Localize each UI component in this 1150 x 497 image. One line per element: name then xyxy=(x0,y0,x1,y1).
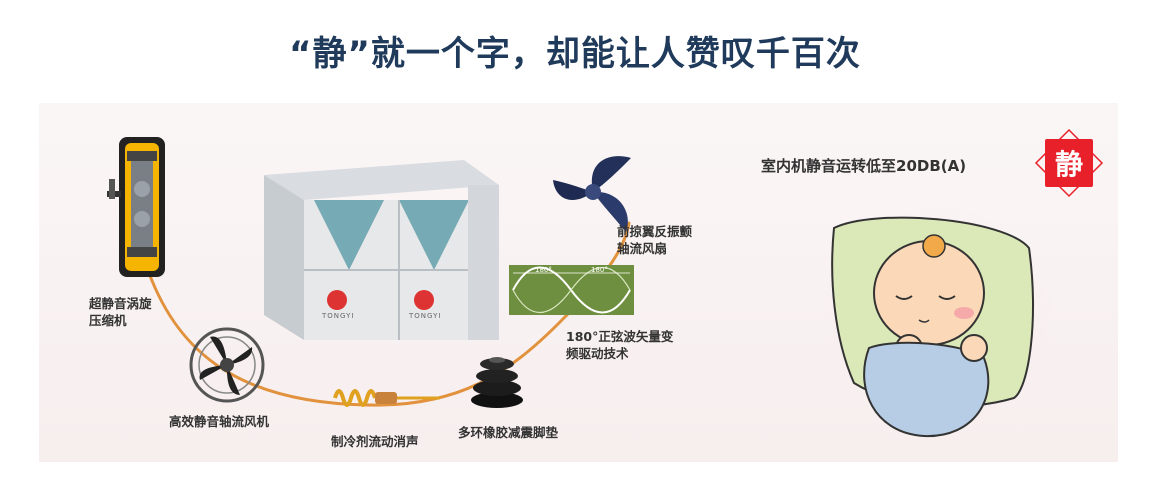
air-source-unit-image xyxy=(254,130,514,345)
wave-label-2: 180° xyxy=(591,266,608,274)
headline: “静”就一个字，却能让人赞叹千百次 xyxy=(289,34,861,74)
sine-drive-label: 180°正弦波矢量变 频驱动技术 xyxy=(566,329,674,361)
compressor-image xyxy=(107,129,177,284)
damping-pad-image xyxy=(467,350,527,410)
unit-logo-text-right: TONGYI xyxy=(409,312,442,320)
damping-pad-label: 多环橡胶减震脚垫 xyxy=(458,425,559,440)
compressor-label: 超静音涡旋 压缩机 xyxy=(89,296,152,328)
wave-label-1: 180° xyxy=(535,266,552,274)
muffler-image xyxy=(325,378,445,418)
axial-fan-image xyxy=(182,325,272,405)
axial-fan-label: 高效静音轴流风机 xyxy=(169,414,270,429)
quiet-badge-text: 静 xyxy=(1045,139,1093,187)
unit-logo-text-left: TONGYI xyxy=(322,312,355,320)
silence-tagline: 室内机静音运转低至20DB(A) xyxy=(761,157,967,175)
feature-panel: 超静音涡旋 压缩机 TONGYI TONGYI xyxy=(39,103,1118,462)
quiet-badge: 静 xyxy=(1034,128,1104,198)
sleeping-baby-illustration xyxy=(814,198,1054,443)
fan-blade-image xyxy=(551,150,636,235)
sine-wave-graphic xyxy=(509,265,634,315)
fan-blade-label: 前掠翼反振颤 轴流风扇 xyxy=(617,224,693,256)
muffler-label: 制冷剂流动消声 xyxy=(331,434,419,449)
